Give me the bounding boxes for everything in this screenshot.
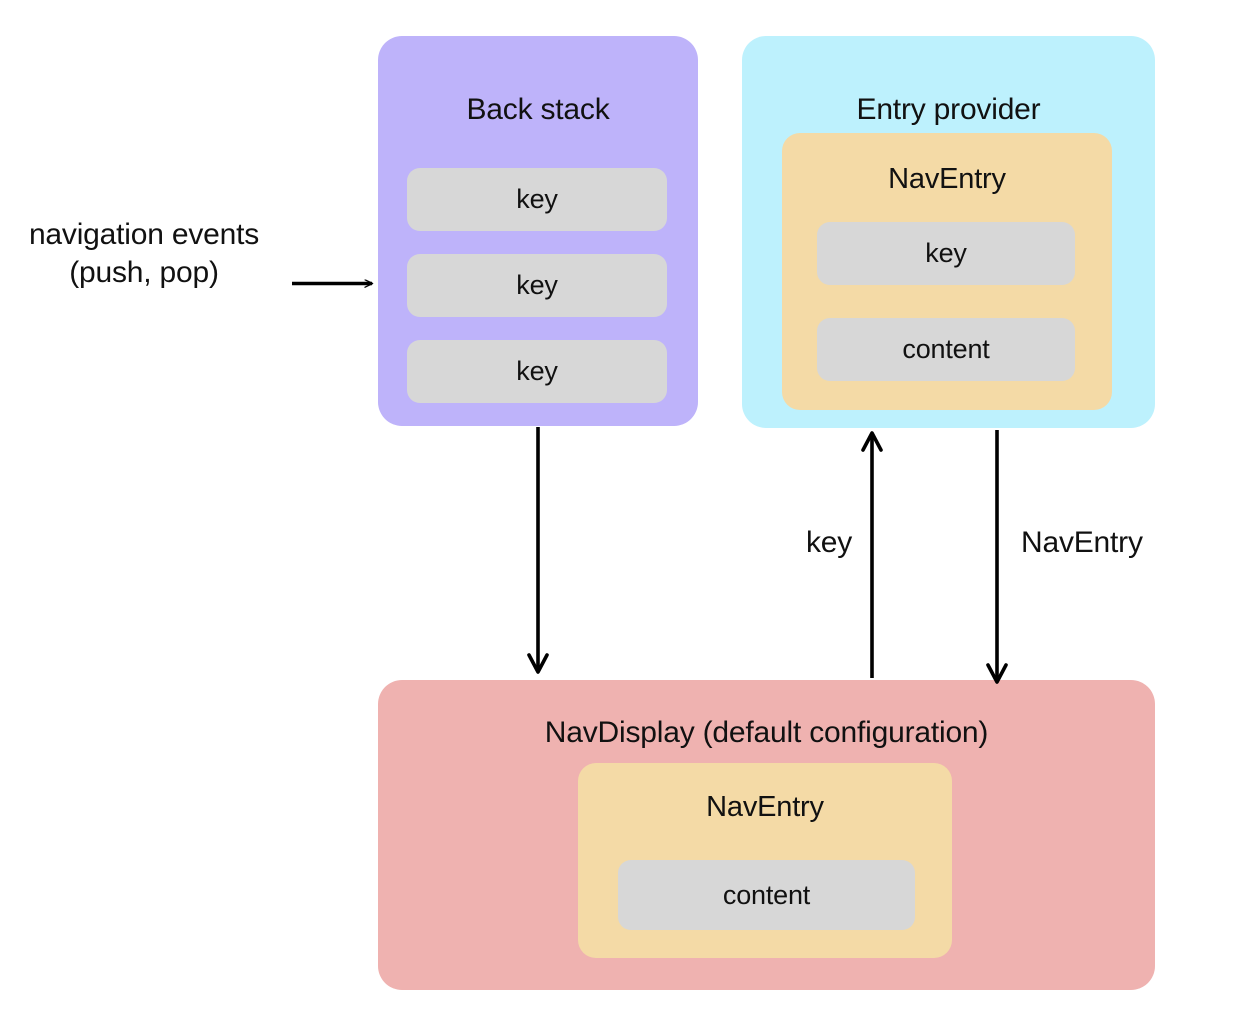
entry-provider-key-pill[interactable]: key [817,222,1075,285]
arrow-entry-provider-to-nav-display-naventry [986,430,1008,684]
arrow-back-stack-to-nav-display [527,427,549,674]
arrow-key-label: key [806,526,853,559]
nav-display-box: NavDisplay (default configuration) NavEn… [378,680,1155,990]
navigation-events-line-2: (push, pop) [69,256,219,289]
nav-display-nav-entry-box: NavEntry content [578,763,952,958]
back-stack-key-pill-3[interactable]: key [407,340,667,403]
navigation-events-line-1: navigation events [28,218,260,251]
entry-provider-nav-entry-title: NavEntry [888,163,1006,195]
nav-display-nav-entry-title: NavEntry [706,791,824,823]
entry-provider-nav-entry-box: NavEntry key content [782,133,1112,410]
nav-display-content-pill[interactable]: content [618,860,915,930]
back-stack-title: Back stack [466,93,610,126]
arrow-nav-display-to-entry-provider-key [861,431,883,678]
nav-display-title: NavDisplay (default configuration) [544,716,989,749]
back-stack-key-pill-1[interactable]: key [407,168,667,231]
navigation-events-label: navigation events (push, pop) [8,216,280,292]
back-stack-box: Back stack key key key [378,36,698,426]
entry-provider-box: Entry provider NavEntry key content [742,36,1155,428]
back-stack-key-pill-2[interactable]: key [407,254,667,317]
entry-provider-content-pill[interactable]: content [817,318,1075,381]
arrow-naventry-label: NavEntry [1021,526,1143,559]
entry-provider-title: Entry provider [856,93,1041,126]
